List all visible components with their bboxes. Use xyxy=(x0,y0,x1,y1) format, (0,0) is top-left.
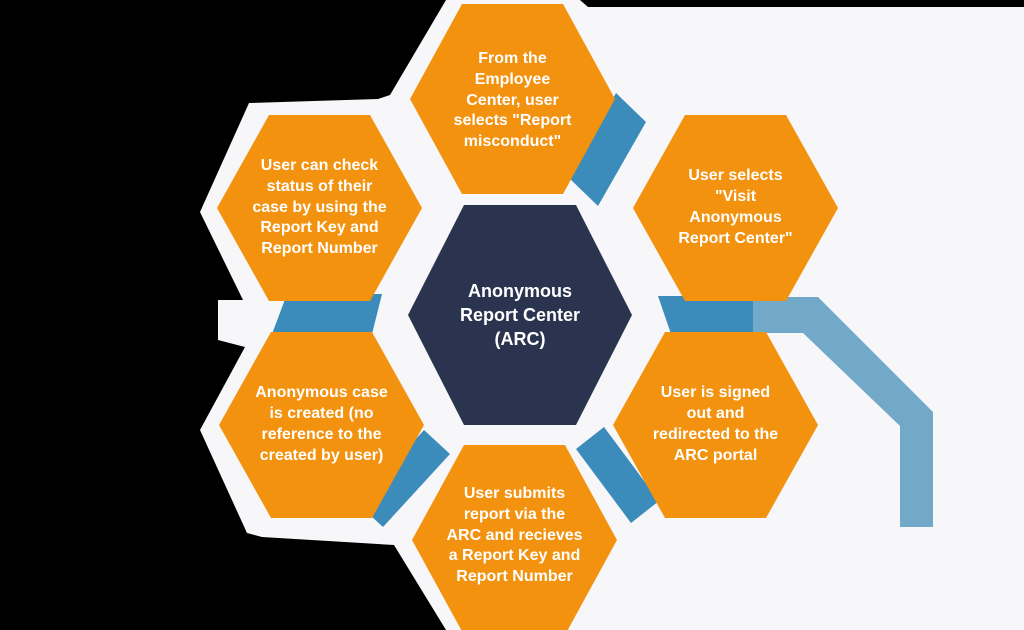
connector-bottomleft-to-topleft xyxy=(272,294,382,334)
hexagon-step-top xyxy=(410,4,615,194)
hexagon-center xyxy=(408,205,632,425)
hexagon-step-bottom-right xyxy=(613,332,818,518)
hexagon-step-top-right xyxy=(633,115,838,301)
exit-flow-arrow xyxy=(750,297,933,527)
hexagon-step-bottom xyxy=(412,445,617,630)
connector-topright-to-bottomright xyxy=(658,296,753,334)
connector-bottomright-to-bottom xyxy=(576,427,659,523)
hexagon-step-top-left xyxy=(217,115,422,301)
connector-top-to-topright xyxy=(568,93,646,206)
hexagon-step-bottom-left xyxy=(219,332,424,518)
